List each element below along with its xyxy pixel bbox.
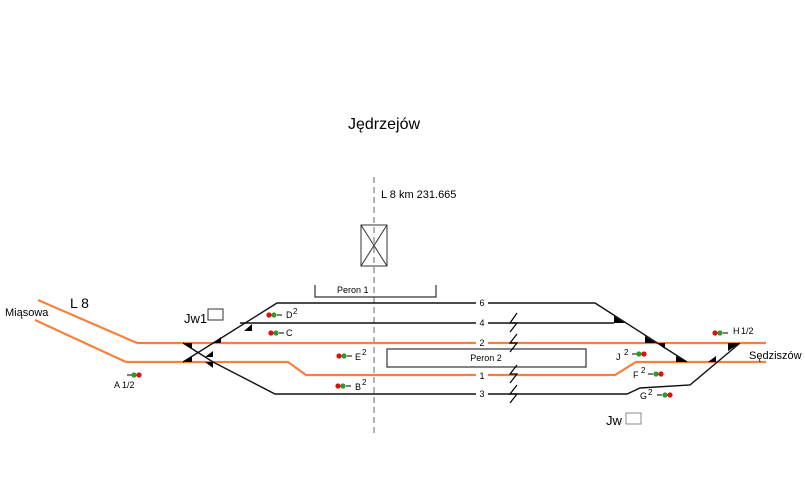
track-number-6: 6 <box>479 298 484 308</box>
track-number-4: 4 <box>479 318 484 328</box>
right-direction-label: Sędziszów <box>749 350 802 362</box>
svg-text:1/2: 1/2 <box>741 326 754 336</box>
svg-text:B: B <box>355 382 361 392</box>
shunting-signal-jw1[interactable]: Jw1 <box>184 308 224 326</box>
svg-text:2: 2 <box>362 378 367 387</box>
track-number-3: 3 <box>479 389 484 399</box>
svg-text:J: J <box>616 352 621 362</box>
switch-markers <box>183 316 740 368</box>
track-1 <box>126 360 766 377</box>
svg-text:Jw: Jw <box>606 413 623 428</box>
svg-text:F: F <box>633 370 639 380</box>
platform-1 <box>314 285 437 298</box>
left-direction-label: Miąsowa <box>5 307 49 319</box>
platform-2-label: Peron 2 <box>470 353 502 363</box>
catenary-bolt-icon <box>508 364 519 384</box>
svg-text:1/2: 1/2 <box>122 380 135 390</box>
track-number-2: 2 <box>479 338 484 348</box>
svg-text:H: H <box>733 326 740 336</box>
svg-text:C: C <box>286 328 293 338</box>
svg-text:A: A <box>114 380 120 390</box>
svg-text:2: 2 <box>624 348 629 357</box>
km-label: L 8 km 231.665 <box>381 189 456 201</box>
svg-text:2: 2 <box>648 388 653 397</box>
station-building-icon <box>360 224 388 267</box>
svg-text:2: 2 <box>293 307 298 316</box>
catenary-bolt-icon <box>508 312 519 333</box>
shunting-signal-jw[interactable]: Jw <box>606 412 642 428</box>
svg-text:2: 2 <box>641 366 646 375</box>
line-label: L 8 <box>70 295 89 311</box>
station-title: Jędrzejów <box>348 116 420 133</box>
main-track-approach-lower <box>34 319 127 363</box>
svg-text:E: E <box>355 352 361 362</box>
svg-text:Jw1: Jw1 <box>184 311 207 326</box>
svg-text:2: 2 <box>362 348 367 357</box>
catenary-bolt-icon <box>508 333 519 353</box>
platform-1-label: Peron 1 <box>337 285 369 295</box>
svg-text:D: D <box>286 310 293 320</box>
platform-2 <box>386 348 587 368</box>
catenary-bolt-icon <box>508 384 519 404</box>
svg-text:G: G <box>640 391 647 401</box>
signal-C[interactable]: C <box>268 328 293 338</box>
track-number-1: 1 <box>479 371 484 381</box>
main-track-approach-upper <box>37 298 138 345</box>
track-6 <box>182 302 688 363</box>
